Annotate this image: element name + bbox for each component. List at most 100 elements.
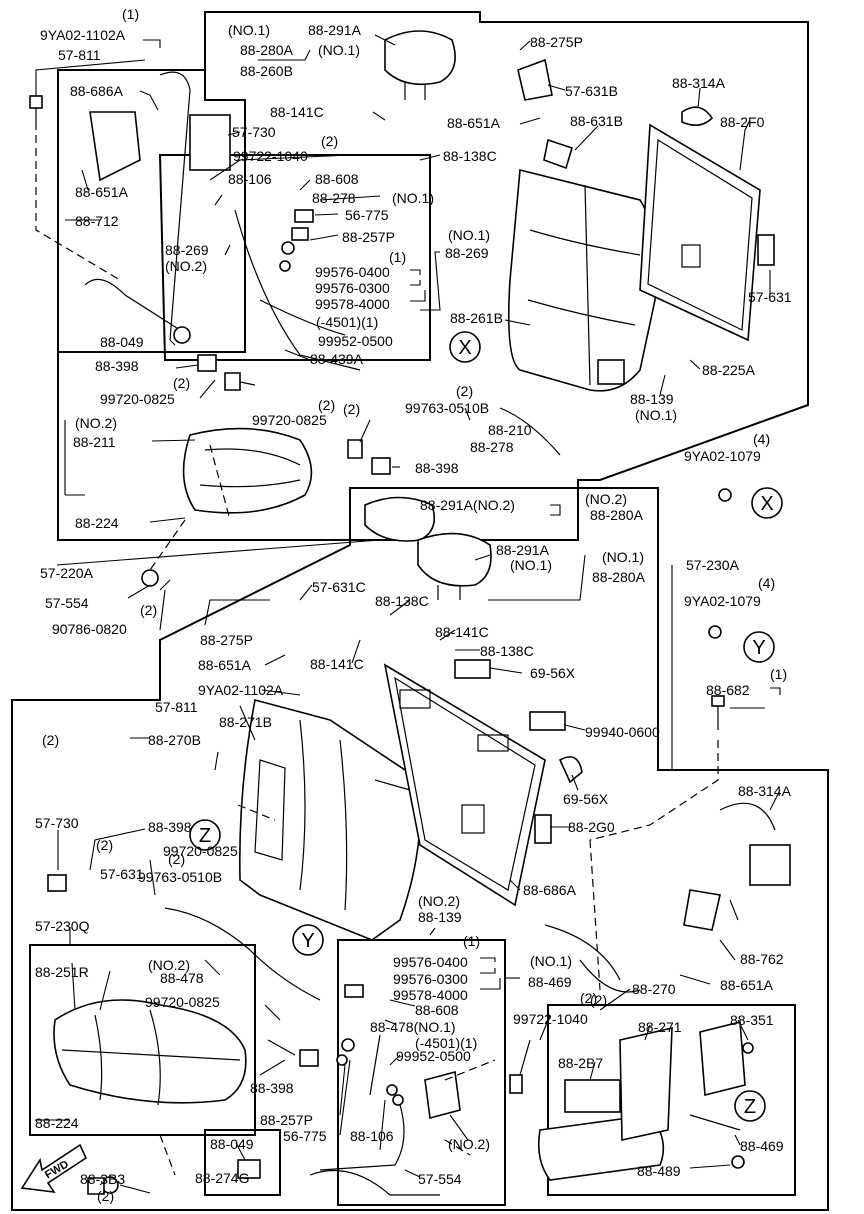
part-label: 57-631 [748, 289, 792, 305]
part-label: 99576-0300 [315, 280, 390, 296]
part-label: 57-631 [100, 866, 144, 882]
part-label: (NO.2) [75, 415, 117, 431]
callout-y-rear-label: Y [301, 930, 314, 952]
part-label: 99940-0600 [585, 724, 660, 740]
part-label: 88-651A [720, 977, 774, 993]
part-label: (4) [753, 431, 770, 447]
part-label: 88-469 [740, 1138, 784, 1154]
part-label: 88-138C [480, 643, 534, 659]
part-label: 99952-0500 [396, 1048, 471, 1064]
rear-small-parts [47, 488, 732, 1195]
part-label: 99578-4000 [315, 296, 390, 312]
rear-049-subframe [204, 1129, 281, 1196]
part-label: 88-762 [740, 951, 784, 967]
callout-z-armrest-label: Z [744, 1096, 756, 1118]
part-label: 88-106 [350, 1128, 394, 1144]
part-label: 56-775 [283, 1128, 327, 1144]
front-back-panel [517, 58, 775, 342]
front-cushion [182, 427, 313, 514]
part-label: 99576-0300 [393, 971, 468, 987]
part-label: (2) [97, 1188, 114, 1204]
part-label: 99576-0400 [393, 954, 468, 970]
part-label: (-4501)(1) [316, 314, 378, 330]
part-label: 88-439A [310, 351, 364, 367]
part-label: 57-730 [232, 124, 276, 140]
part-label: 99722-1040 [513, 1011, 588, 1027]
part-label: 88-210 [488, 422, 532, 438]
part-label: 88-478 [160, 970, 204, 986]
part-label: 88-269 [445, 245, 489, 261]
rear-headrests [364, 496, 492, 600]
part-label: 57-811 [155, 699, 198, 715]
part-label: 88-398 [250, 1080, 294, 1096]
part-label: 88-682 [706, 682, 750, 698]
part-label: 88-3B3 [80, 1171, 125, 1187]
part-label: 57-230Q [35, 918, 90, 934]
part-label: 9YA02-1079 [684, 448, 761, 464]
part-label: 88-049 [100, 334, 144, 350]
part-label: 99720-0825 [252, 412, 327, 428]
part-label: 88-291A [496, 542, 550, 558]
part-label: (2) [343, 401, 360, 417]
part-label: (1) [389, 249, 406, 265]
part-label: 88-278 [470, 439, 514, 455]
part-label: 57-730 [35, 815, 79, 831]
part-label: 88-275P [530, 34, 583, 50]
part-label: (2) [96, 837, 113, 853]
part-label: 69-56X [563, 791, 609, 807]
part-label: 88-224 [75, 515, 119, 531]
part-label: 88-224 [35, 1115, 79, 1131]
part-label: (NO.1) [228, 22, 270, 38]
part-label: 57-631C [312, 579, 366, 595]
part-label: (NO.1) [448, 227, 490, 243]
part-label: 88-275P [200, 632, 253, 648]
part-label: 90786-0820 [52, 621, 127, 637]
dashed-lines [35, 135, 719, 1176]
part-label: (1) [122, 6, 139, 22]
part-label: 88-278 [312, 190, 356, 206]
part-label: 88-211 [73, 434, 116, 450]
callout-z-rear-label: Z [199, 825, 211, 847]
front-harness [234, 209, 361, 371]
part-label: 9YA02-1102A [40, 27, 126, 43]
rear-harness-subframe [337, 939, 506, 1206]
part-label: (NO.2) [448, 1136, 490, 1152]
part-label: (NO.2) [148, 957, 190, 973]
callout-x-reference: X [751, 487, 783, 519]
rear-harness [309, 984, 461, 1196]
part-label: 88-489 [637, 1163, 681, 1179]
part-label: 9YA02-1079 [684, 593, 761, 609]
front-small-parts [29, 95, 561, 587]
part-label: 99952-0500 [318, 333, 393, 349]
part-label: 88-139 [630, 391, 674, 407]
part-label: 88-139 [418, 909, 462, 925]
part-label: 99763-0510B [405, 400, 489, 416]
part-label: 88-257P [260, 1112, 313, 1128]
part-label: (-4501)(1) [415, 1035, 477, 1051]
part-label: 9YA02-1102A [198, 682, 284, 698]
part-label: 88-314A [738, 783, 792, 799]
part-label: 88-271 [638, 1019, 682, 1035]
part-label: 88-686A [523, 882, 577, 898]
rear-armrest [537, 1020, 754, 1181]
part-label: 99578-4000 [393, 987, 468, 1003]
rear-belt [544, 802, 791, 993]
part-label: 88-141C [310, 656, 364, 672]
part-label: 88-261B [450, 310, 503, 326]
callout-y-reference-label: Y [752, 637, 765, 659]
part-label: 99720-0825 [100, 391, 175, 407]
fwd-arrow-icon: FWD [20, 1143, 88, 1194]
part-label: (NO.1) [602, 549, 644, 565]
part-label: 88-251R [35, 964, 89, 980]
part-label: 57-811 [58, 47, 101, 63]
part-label: 88-469 [528, 974, 572, 990]
part-label: (NO.2) [165, 258, 207, 274]
part-label: 88-651A [447, 115, 501, 131]
part-label: 88-271B [219, 714, 272, 730]
part-label: 88-280A [240, 42, 294, 58]
leader-lines [35, 34, 781, 1194]
part-label: (4) [758, 575, 775, 591]
part-label: (2) [173, 375, 190, 391]
part-label: 69-56X [530, 665, 576, 681]
rear-cushion [53, 999, 247, 1106]
